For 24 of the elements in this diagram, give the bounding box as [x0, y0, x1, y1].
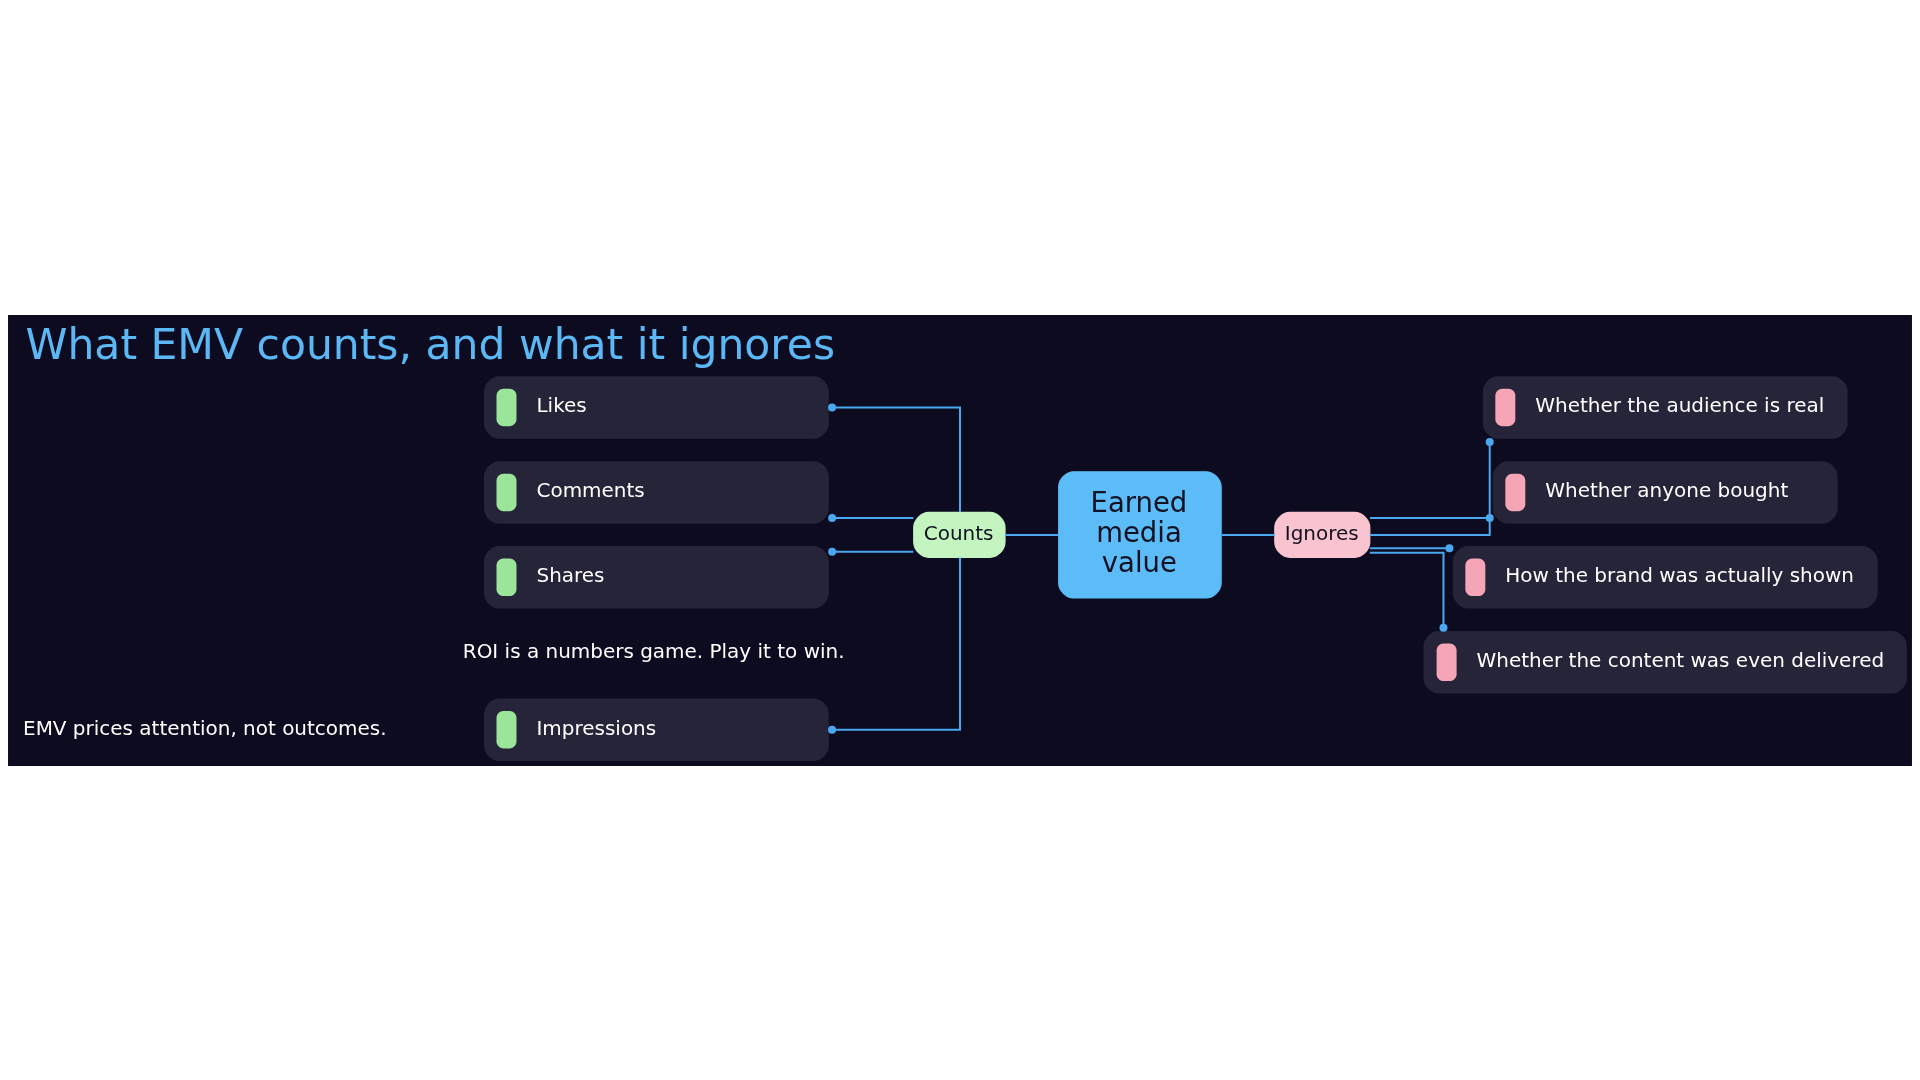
connector: [1368, 543, 1454, 552]
connector: [1369, 513, 1494, 522]
diagram-title: What EMV counts, and what it ignores: [25, 319, 836, 369]
node-box: Likes: [484, 375, 829, 439]
node-box: Comments: [484, 460, 829, 524]
node-box: Counts: [913, 511, 1006, 558]
connector: [828, 547, 915, 556]
connector: [1220, 533, 1276, 536]
node-box: How the brand was actually shown: [1452, 545, 1878, 609]
connector: [828, 556, 961, 734]
node-box: Whether the content was even delivered: [1423, 630, 1907, 694]
connector: [1368, 551, 1448, 632]
node-box: Whether anyone bought: [1492, 460, 1838, 524]
node-box: Whether the audience is real: [1482, 375, 1848, 439]
connector: [1004, 533, 1060, 536]
connector: [828, 402, 961, 513]
label: EMV prices attention, not outcomes.: [23, 715, 387, 740]
node-box: Ignores: [1274, 511, 1371, 558]
node-box: Impressions: [484, 698, 829, 761]
node-box: Shares: [484, 545, 829, 609]
label: ROI is a numbers game. Play it to win.: [462, 638, 845, 663]
connector: [1368, 437, 1494, 536]
node-box: Earned media value: [1058, 470, 1222, 599]
connector: [828, 513, 915, 522]
